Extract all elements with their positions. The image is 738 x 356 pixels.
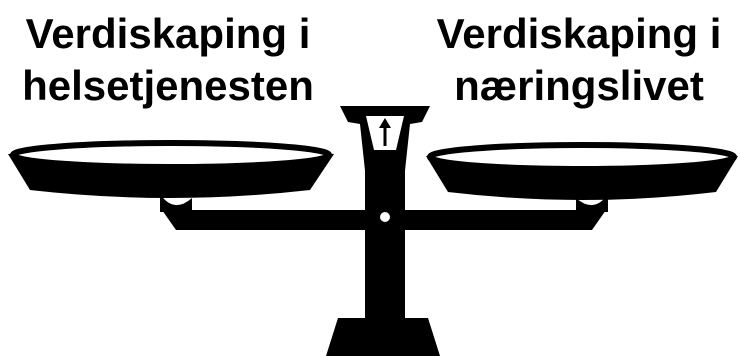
left-label-line2: helsetjenesten xyxy=(0,60,336,112)
right-label-line2: næringslivet xyxy=(420,60,738,112)
left-pan xyxy=(8,143,334,198)
right-pan xyxy=(426,145,738,200)
left-label-line1: Verdiskaping i xyxy=(0,8,336,60)
left-side-label: Verdiskaping i helsetjenesten xyxy=(0,8,336,112)
right-label-line1: Verdiskaping i xyxy=(420,8,738,60)
scale-base xyxy=(326,318,440,356)
pivot-dot xyxy=(380,212,390,222)
right-side-label: Verdiskaping i næringslivet xyxy=(420,8,738,112)
